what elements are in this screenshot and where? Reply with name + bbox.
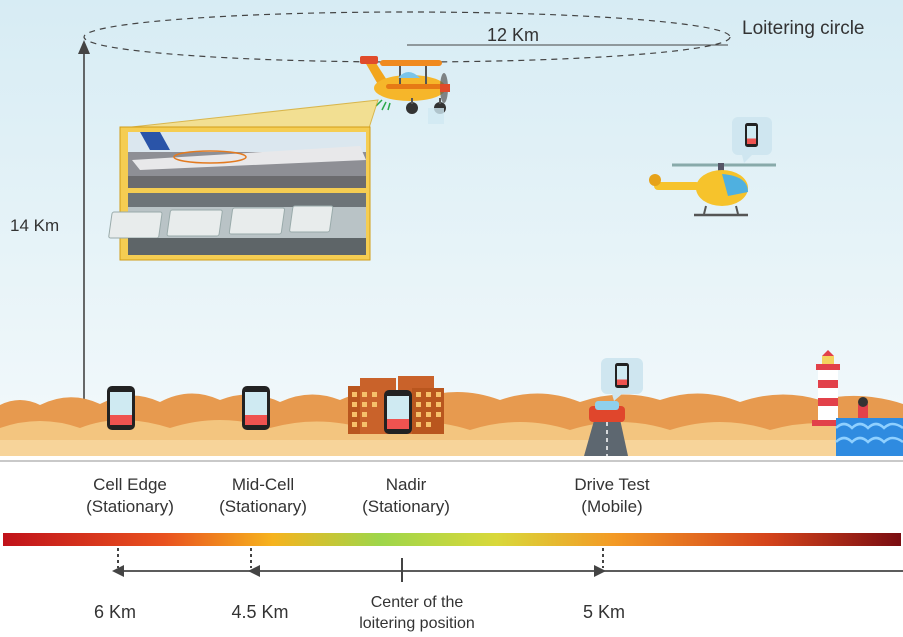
loitering-circle-label: Loitering circle (742, 18, 865, 39)
site-name: Cell Edge (93, 475, 167, 494)
distance-label-cell-edge: 6 Km (93, 602, 136, 622)
lighthouse-icon (812, 350, 868, 426)
altitude-arrow-head (78, 40, 90, 54)
site-mode: (Mobile) (581, 497, 643, 516)
site-name: Drive Test (574, 475, 650, 494)
phone-icon-cell-edge (107, 386, 135, 430)
airplane-icon (360, 56, 450, 124)
site-mode: (Stationary) (362, 497, 450, 516)
site-label-nadir: Nadir (Stationary) (336, 474, 476, 518)
site-label-cell-edge: Cell Edge (Stationary) (60, 474, 200, 518)
arrow-right-5km (594, 565, 606, 577)
site-name: Nadir (385, 475, 427, 494)
altitude-label: 14 Km (10, 216, 60, 235)
arrow-left-6km (112, 565, 124, 577)
distance-label-center: Center of the loitering position (322, 592, 512, 634)
phone-icon-mid-cell (242, 386, 270, 430)
distance-label-drive-test: 5 Km (582, 602, 625, 622)
helicopter-phone-bubble (732, 117, 772, 163)
arrow-left-4-5km (248, 565, 260, 577)
sea-waves (835, 418, 903, 456)
site-mode: (Stationary) (219, 497, 307, 516)
loitering-circle (83, 11, 731, 63)
distance-label-mid-cell: 4.5 Km (231, 602, 289, 622)
site-label-mid-cell: Mid-Cell (Stationary) (193, 474, 333, 518)
signal-gradient-bar (3, 533, 901, 546)
site-label-drive-test: Drive Test (Mobile) (542, 474, 682, 518)
road-car-icon (584, 401, 628, 456)
aircraft-antenna-photo (108, 126, 371, 261)
phone-icon-nadir (384, 390, 412, 434)
site-mode: (Stationary) (86, 497, 174, 516)
drive-test-phone-bubble (601, 358, 643, 401)
helicopter-icon (649, 163, 776, 217)
distance-axis (112, 548, 903, 582)
radius-label: 12 Km (487, 25, 540, 45)
site-name: Mid-Cell (231, 475, 295, 494)
sand-dunes (0, 390, 903, 456)
center-label-line2: loitering position (359, 615, 475, 632)
center-label-line1: Center of the (370, 594, 464, 611)
